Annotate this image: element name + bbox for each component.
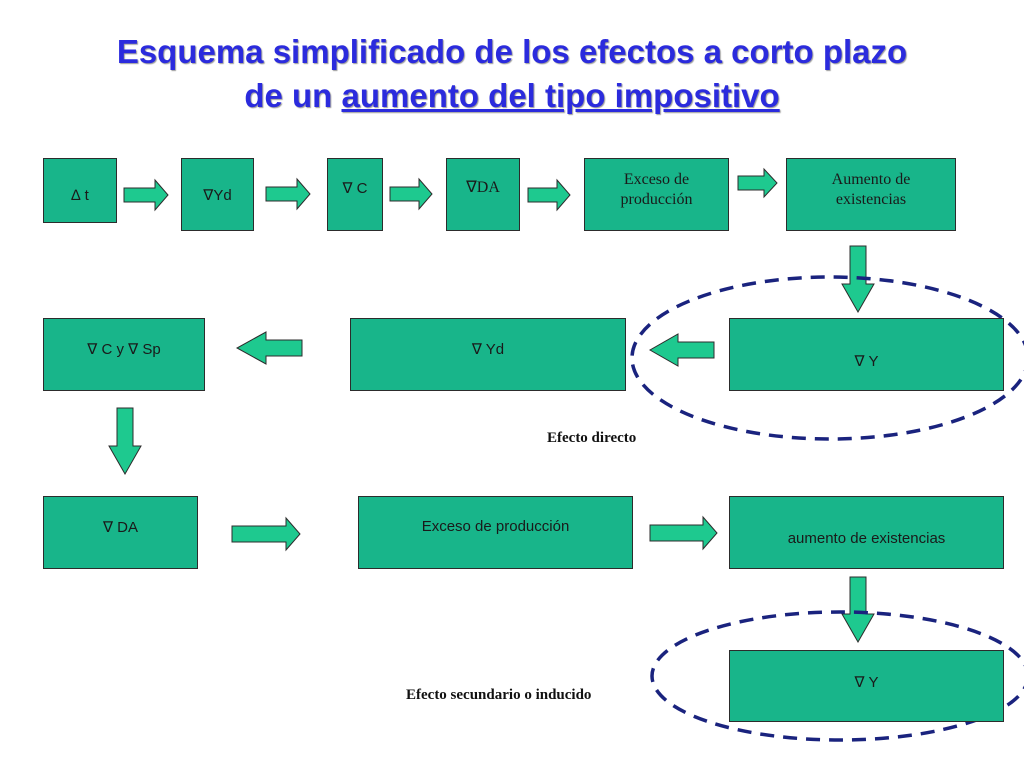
box-da-2: ∇ DA: [43, 496, 198, 569]
title-line-1: Esquema simplificado de los efectos a co…: [116, 33, 908, 70]
arrow-right-2: [265, 177, 311, 211]
label-efecto-secundario: Efecto secundario o inducido: [406, 687, 592, 703]
box-c-y-sp: ∇ C y ∇ Sp: [43, 318, 205, 391]
secondary-effect-ellipse: [650, 610, 1024, 742]
title-underlined-phrase: aumento del tipo impositivo: [341, 77, 780, 114]
arrow-down-3: [841, 576, 875, 644]
box-y-direct: ∇ Y: [729, 318, 1004, 391]
box-yd-2: ∇ Yd: [350, 318, 626, 391]
box-c: ∇ C: [327, 158, 383, 231]
box-aumento-existencias-2: aumento de existencias: [729, 496, 1004, 569]
arrow-down-2: [108, 407, 142, 476]
box-da: ∇DA: [446, 158, 520, 231]
arrow-right-5: [737, 167, 778, 199]
arrow-right-6: [231, 516, 301, 552]
arrow-right-1: [123, 178, 169, 212]
title-line-2: de un aumento del tipo impositivo: [0, 74, 1024, 118]
box-aumento-existencias-1: Aumento de existencias: [786, 158, 956, 231]
title-line-2-prefix: de un: [244, 77, 342, 114]
box-delta-t: ∆ t: [43, 158, 117, 223]
box-yd: ∇Yd: [181, 158, 254, 231]
arrow-left-1: [648, 333, 715, 367]
label-efecto-directo: Efecto directo: [547, 430, 637, 446]
box-exceso-produccion-1: Exceso de producción: [584, 158, 729, 231]
box-y-secondary: ∇ Y: [729, 650, 1004, 722]
arrow-right-7: [649, 515, 718, 551]
arrow-right-4: [527, 178, 571, 212]
page-title: Esquema simplificado de los efectos a co…: [0, 30, 1024, 118]
box-exceso-produccion-2: Exceso de producción: [358, 496, 633, 569]
arrow-right-3: [389, 177, 433, 211]
arrow-left-2: [235, 331, 303, 365]
